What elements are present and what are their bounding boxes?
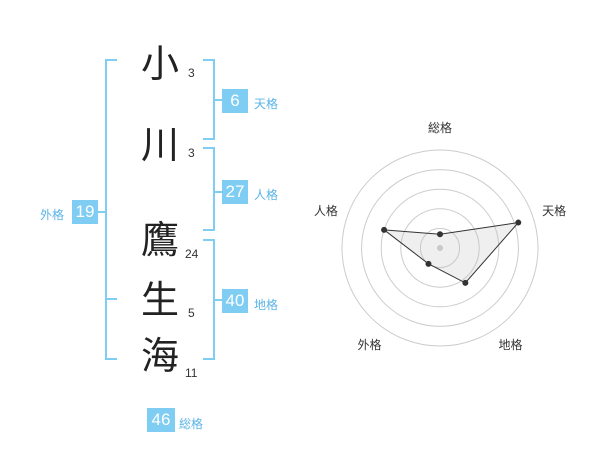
radar-point-0 <box>437 231 443 238</box>
name-char-2: 川 <box>140 123 179 167</box>
stroke-count-4: 5 <box>188 306 195 320</box>
name-char-4: 生 <box>140 278 179 322</box>
radar-axis-label-0: 総格 <box>428 120 452 135</box>
jinkaku-label: 人格 <box>254 188 279 202</box>
stroke-count-5: 11 <box>185 366 198 380</box>
radar-ring-4 <box>361 169 519 327</box>
soukaku-label: 総格 <box>179 417 204 431</box>
chikaku-label: 地格 <box>254 298 279 312</box>
gaikaku-label: 外格 <box>40 208 65 222</box>
radar-point-3 <box>425 260 432 267</box>
radar-center <box>437 245 443 251</box>
radar-ring-1 <box>419 227 461 269</box>
stroke-count-2: 3 <box>188 146 195 160</box>
radar-ring-2 <box>400 208 480 288</box>
name-char-5: 海 <box>140 334 179 378</box>
radar-axis-label-1: 天格 <box>542 203 566 218</box>
radar-axis-label-3: 外格 <box>357 337 381 352</box>
soukaku-value: 46 <box>147 408 175 432</box>
name-char-3: 鷹 <box>140 218 179 262</box>
radar-ring-5 <box>341 149 539 347</box>
stroke-count-1: 3 <box>188 66 195 80</box>
gaikaku-value: 19 <box>72 200 98 224</box>
radar-point-4 <box>381 226 388 233</box>
tenkaku-label: 天格 <box>254 97 279 111</box>
radar-point-1 <box>515 219 522 226</box>
chikaku-value: 40 <box>222 289 248 313</box>
jinkaku-value: 27 <box>222 180 248 204</box>
stroke-count-3: 24 <box>185 247 199 261</box>
radar-ring-3 <box>380 188 500 308</box>
radar-series-area <box>382 221 520 284</box>
name-char-1: 小 <box>140 42 179 86</box>
radar-axis-label-4: 人格 <box>314 203 338 218</box>
radar-point-2 <box>462 279 469 286</box>
tenkaku-value: 6 <box>222 89 248 113</box>
radar-axis-label-2: 地格 <box>499 337 523 352</box>
